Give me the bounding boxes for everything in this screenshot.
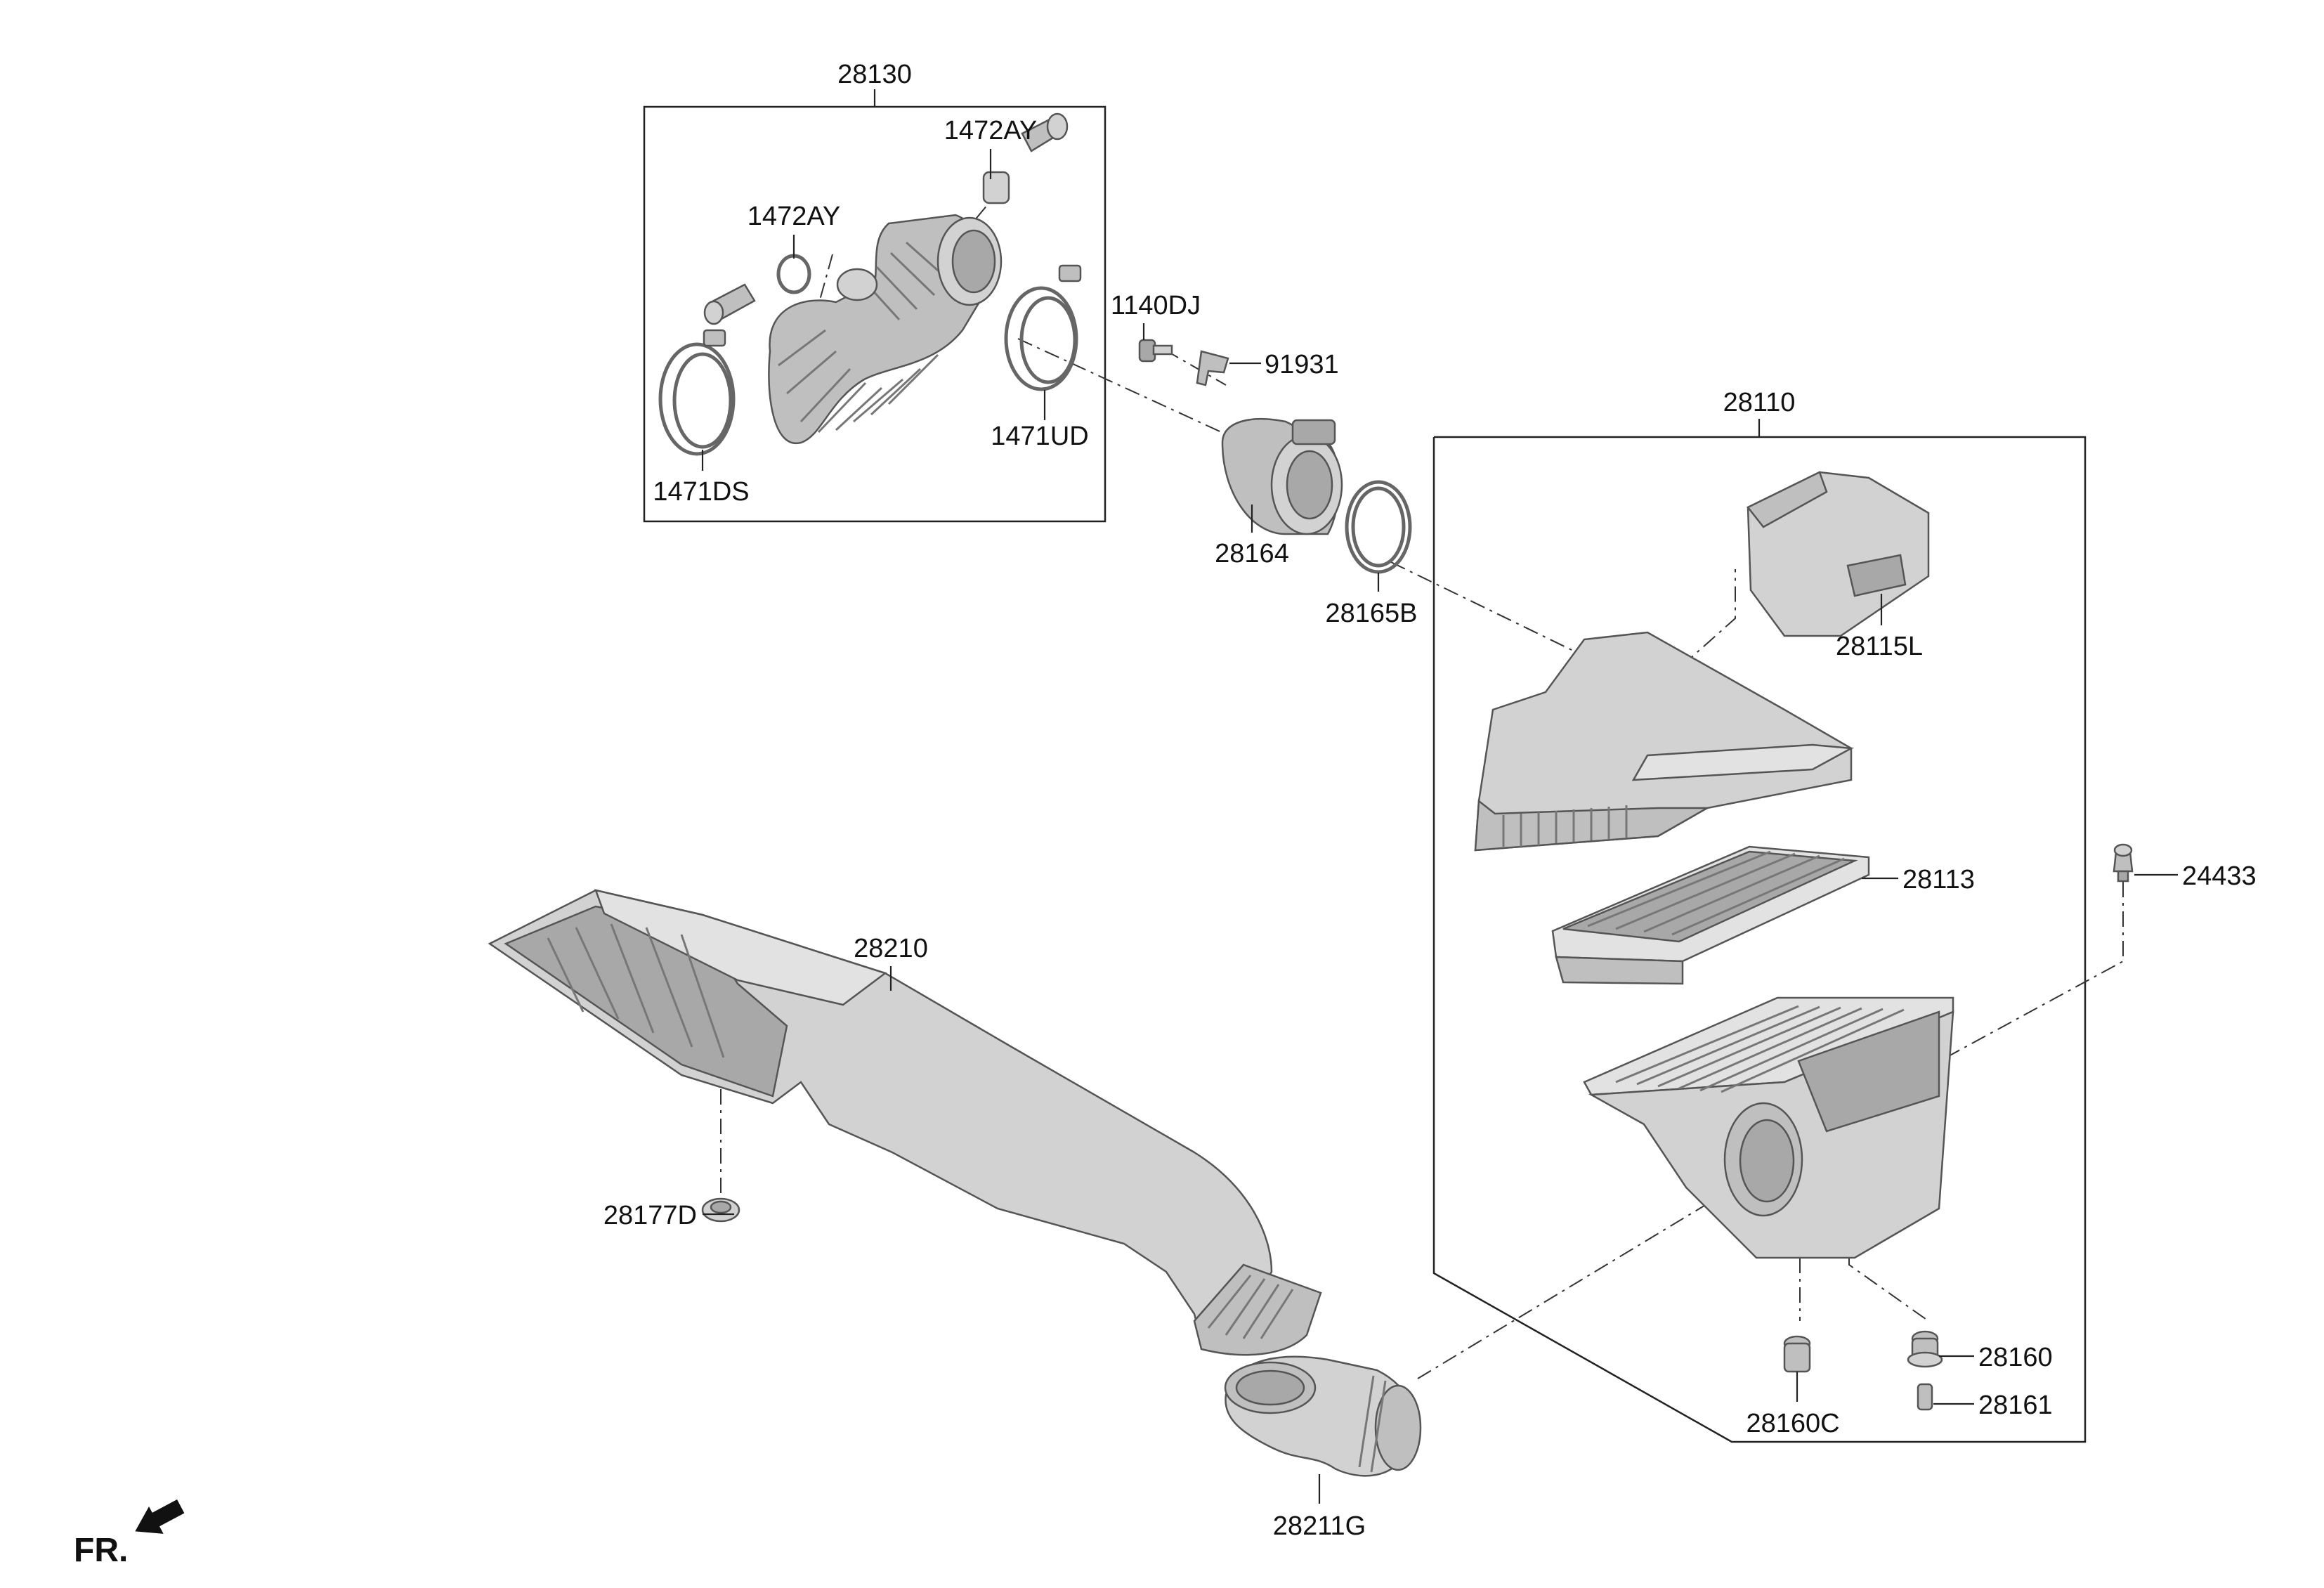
label-91931: 91931 xyxy=(1265,350,1339,379)
label-28165B: 28165B xyxy=(1325,599,1417,628)
elbow-28211G-illustration xyxy=(1224,1355,1422,1477)
label-24433: 24433 xyxy=(2182,861,2257,891)
label-28164: 28164 xyxy=(1215,539,1289,568)
grommet-28160-illustration xyxy=(1907,1330,1943,1368)
label-1471DS: 1471DS xyxy=(653,477,749,507)
label-1140DJ: 1140DJ xyxy=(1111,291,1201,320)
label-1472AY-left: 1472AY xyxy=(748,202,840,231)
label-28113: 28113 xyxy=(1902,865,1975,894)
label-28161: 28161 xyxy=(1978,1391,2053,1420)
label-28210: 28210 xyxy=(854,934,928,963)
air-duct-28210-illustration xyxy=(488,889,1322,1356)
label-28177D: 28177D xyxy=(603,1201,697,1230)
grommet-28160C-illustration xyxy=(1783,1335,1811,1373)
label-28160C: 28160C xyxy=(1746,1409,1839,1438)
bolt-24433-illustration xyxy=(2113,843,2134,883)
bracket-91931-illustration xyxy=(1196,350,1229,386)
bolt-1140DJ-illustration xyxy=(1138,339,1173,363)
label-28110: 28110 xyxy=(1723,388,1796,417)
front-direction-label: FR. xyxy=(74,1532,128,1569)
label-28130: 28130 xyxy=(837,60,912,89)
group-frame-28110 xyxy=(1432,436,2087,1443)
label-28211G: 28211G xyxy=(1273,1511,1366,1541)
lower-case-illustration xyxy=(1583,996,1954,1259)
label-28115L: 28115L xyxy=(1836,632,1923,661)
label-1472AY-top: 1472AY xyxy=(944,116,1037,145)
filter-28113-illustration xyxy=(1551,845,1870,985)
front-direction-arrow-icon xyxy=(135,1499,185,1534)
label-28160: 28160 xyxy=(1978,1343,2053,1372)
upper-case-illustration xyxy=(1474,631,1855,852)
cover-28115L-illustration xyxy=(1747,471,1930,637)
intake-hose-28130-illustration xyxy=(658,112,1082,456)
pin-28161-illustration xyxy=(1917,1383,1933,1411)
grommet-28177D-illustration xyxy=(701,1197,740,1223)
sensor-28164-illustration xyxy=(1221,418,1343,535)
o-ring-28165B-illustration xyxy=(1345,480,1412,574)
label-1471UD: 1471UD xyxy=(991,422,1088,451)
